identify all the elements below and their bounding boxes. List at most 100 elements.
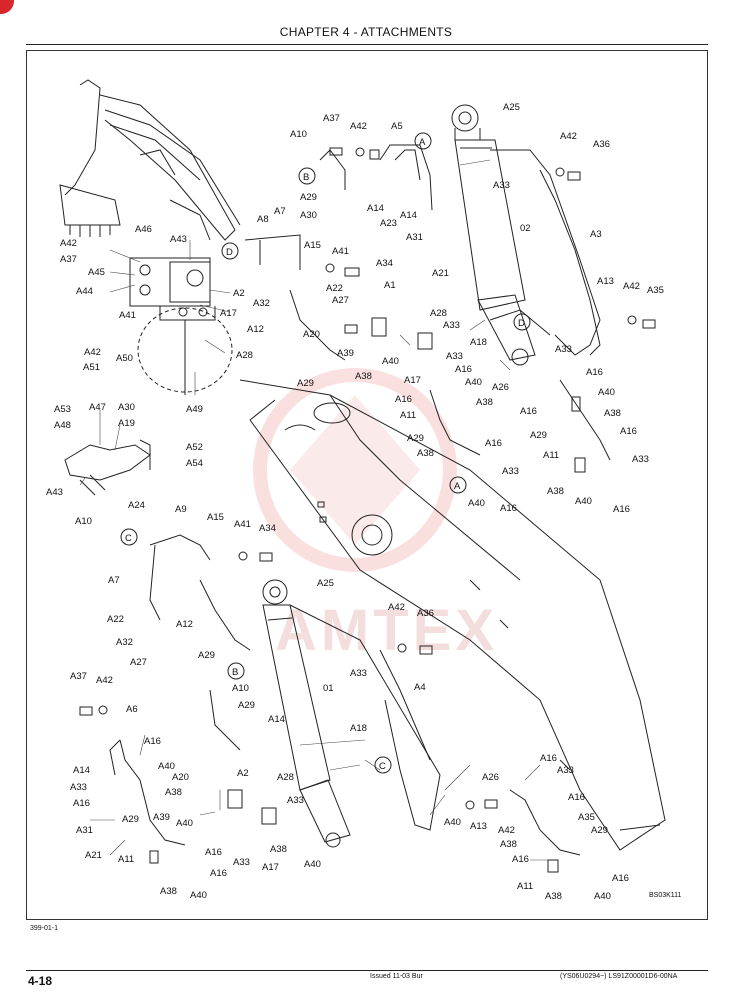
part-label: A40 (594, 891, 611, 902)
part-label: A14 (367, 203, 384, 214)
part-label: A33 (632, 454, 649, 465)
part-label: A33 (557, 765, 574, 776)
boom-cylinder-01 (262, 579, 441, 848)
part-label: A38 (160, 886, 177, 897)
excavator-thumbnail (59, 79, 241, 241)
part-label: A16 (500, 503, 517, 514)
part-label: A42 (498, 825, 515, 836)
part-label: A51 (83, 362, 100, 373)
page-header: CHAPTER 4 - ATTACHMENTS (279, 25, 453, 39)
watermark: AMTEX (253, 368, 498, 663)
part-label: A41 (119, 310, 136, 321)
part-label: A2 (233, 288, 245, 299)
part-label: A41 (332, 246, 349, 257)
part-label: A17 (262, 862, 279, 873)
part-label: A14 (73, 765, 90, 776)
part-label: A5 (391, 121, 403, 132)
part-label: A25 (317, 578, 334, 589)
part-label: A31 (406, 232, 423, 243)
part-label: A21 (85, 850, 102, 861)
part-label: A45 (88, 267, 105, 278)
part-label: A37 (60, 254, 77, 265)
part-label: A33 (443, 320, 460, 331)
watermark-text: AMTEX (275, 598, 498, 663)
header-rule (26, 44, 708, 45)
control-valve (129, 257, 233, 395)
part-label: A12 (176, 619, 193, 630)
document-part-number: (YS06U0294~) LS91Z00001D6-00NA (560, 973, 678, 980)
part-label: A40 (468, 498, 485, 509)
leader-lines (79, 159, 555, 861)
part-label: A16 (205, 847, 222, 858)
part-label: A14 (400, 210, 417, 221)
part-label: A28 (236, 350, 253, 361)
part-label: A26 (482, 772, 499, 783)
part-label: A34 (259, 523, 276, 534)
part-label: A29 (530, 430, 547, 441)
part-label: A16 (586, 367, 603, 378)
part-label: A15 (207, 512, 224, 523)
part-label: 01 (323, 683, 334, 694)
part-label: A46 (135, 224, 152, 235)
part-label: A3 (590, 229, 602, 240)
figure-reference: 399-01-1 (30, 925, 59, 932)
part-label: A37 (323, 113, 340, 124)
boom-outline (239, 379, 666, 851)
part-label: A16 (613, 504, 630, 515)
part-label: A17 (220, 308, 237, 319)
part-label: A11 (400, 410, 416, 421)
part-label: A16 (395, 394, 412, 405)
part-label: A42 (350, 121, 367, 132)
part-label: A17 (404, 375, 421, 386)
issued-note: Issued 11-03 Bur (370, 973, 423, 980)
part-label: A11 (517, 881, 533, 892)
part-label: A35 (647, 285, 664, 296)
part-label: A50 (116, 353, 133, 364)
part-label: A12 (247, 324, 264, 335)
part-label: A40 (444, 817, 461, 828)
part-label: A33 (233, 857, 250, 868)
part-label: A38 (476, 397, 493, 408)
part-label: A35 (578, 812, 595, 823)
callout-letters: A B D D A C B C (125, 137, 525, 772)
part-label: A20 (303, 329, 320, 340)
part-label: A16 (512, 854, 529, 865)
part-label: A40 (575, 496, 592, 507)
part-label: A38 (500, 839, 517, 850)
part-label: A48 (54, 420, 71, 431)
part-label: A16 (73, 798, 90, 809)
part-label: A38 (604, 408, 621, 419)
part-label: A26 (492, 382, 509, 393)
part-label: A4 (414, 682, 426, 693)
callout-c: C (125, 533, 132, 544)
part-label: A8 (257, 214, 269, 225)
part-label: A33 (555, 344, 572, 355)
part-label: A29 (407, 433, 424, 444)
callout-a: A (419, 137, 426, 148)
part-label: A38 (270, 844, 287, 855)
part-label: A33 (350, 668, 367, 679)
part-label: A40 (190, 890, 207, 901)
callout-d: D (518, 318, 525, 329)
part-label: A16 (455, 364, 472, 375)
part-label: A10 (232, 683, 249, 694)
part-label: A10 (75, 516, 92, 527)
part-label: A38 (547, 486, 564, 497)
callout-a: A (454, 481, 461, 492)
part-label: A42 (560, 131, 577, 142)
callout-b: B (232, 667, 238, 678)
part-label: A40 (465, 377, 482, 388)
part-label: A53 (54, 404, 71, 415)
part-label: A28 (430, 308, 447, 319)
part-label: A43 (46, 487, 63, 498)
fasteners (79, 147, 656, 873)
part-label: A1 (384, 280, 396, 291)
part-label: A27 (332, 295, 349, 306)
page-number: 4-18 (28, 974, 53, 988)
part-label: A29 (300, 192, 317, 203)
hoses-lower (109, 534, 581, 856)
part-label: A38 (355, 371, 372, 382)
part-label: A41 (234, 519, 251, 530)
part-label: 02 (520, 223, 531, 234)
